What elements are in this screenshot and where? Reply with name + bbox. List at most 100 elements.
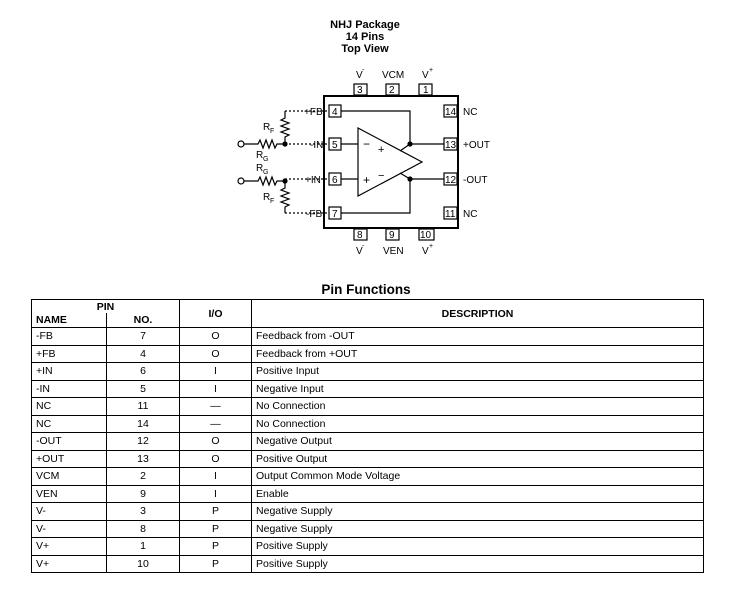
pin-io-cell: O xyxy=(179,344,253,363)
header-name: NAME xyxy=(31,313,107,328)
input-terminal-top xyxy=(237,140,245,148)
label-v-plus-bottom: V xyxy=(422,246,429,257)
label-nc-14: NC xyxy=(463,107,477,118)
pin-name-cell: -OUT xyxy=(31,432,107,451)
svg-text:6: 6 xyxy=(332,175,338,186)
pin-number-cell: 2 xyxy=(105,467,181,486)
pin-io-cell: I xyxy=(179,379,253,398)
label-out-minus: -OUT xyxy=(463,175,487,186)
pin-description-cell: Output Common Mode Voltage xyxy=(251,467,705,486)
pin-io-cell: I xyxy=(179,484,253,503)
label-v-minus-bottom: V xyxy=(356,246,363,257)
pin-description-cell: Positive Supply xyxy=(251,537,705,556)
svg-text:8: 8 xyxy=(357,230,363,241)
pin-io-cell: P xyxy=(179,554,253,573)
package-view: Top View xyxy=(341,43,389,55)
pin-io-cell: — xyxy=(179,414,253,433)
label-nc-11: NC xyxy=(463,209,477,220)
svg-text:G: G xyxy=(263,156,268,163)
pin-functions-title: Pin Functions xyxy=(321,282,411,297)
label-v-plus-top: V xyxy=(422,70,429,81)
junction-dot xyxy=(282,178,288,184)
pin-number-cell: 13 xyxy=(105,449,181,468)
label-in-minus: -IN xyxy=(310,140,323,151)
pin-box-14 xyxy=(443,104,458,118)
pin-description-cell: Negative Output xyxy=(251,432,705,451)
opamp-out-plus-sign: + xyxy=(378,144,384,156)
label-v-minus-top: V xyxy=(356,70,363,81)
label-ven: VEN xyxy=(383,246,404,257)
svg-text:14: 14 xyxy=(445,107,457,118)
pin-description-cell: Negative Supply xyxy=(251,502,705,521)
svg-text:3: 3 xyxy=(357,85,363,96)
pin-name-cell: NC xyxy=(31,397,107,416)
pin-name-cell: -IN xyxy=(31,379,107,398)
pin-box-2 xyxy=(385,83,400,96)
pin-number-cell: 5 xyxy=(105,379,181,398)
pin-name-cell: NC xyxy=(31,414,107,433)
pin-number-cell: 4 xyxy=(105,344,181,363)
svg-text:4: 4 xyxy=(332,107,338,118)
label-in-plus: +IN xyxy=(305,175,321,186)
pin-description-cell: No Connection xyxy=(251,397,705,416)
opamp-out-minus-sign: − xyxy=(378,170,384,182)
label-rg-top: R xyxy=(256,150,263,161)
label-out-plus: +OUT xyxy=(463,140,490,151)
pin-name-cell: V+ xyxy=(31,554,107,573)
pin-name-cell: +IN xyxy=(31,362,107,381)
junction-dot xyxy=(407,176,413,182)
header-io: I/O xyxy=(179,299,253,328)
svg-text:-: - xyxy=(362,67,365,74)
svg-text:F: F xyxy=(270,128,274,135)
pin-io-cell: O xyxy=(179,327,253,346)
opamp-triangle xyxy=(357,127,424,197)
pin-box-1 xyxy=(418,83,433,96)
junction-dot xyxy=(282,141,288,147)
pin-name-cell: V- xyxy=(31,502,107,521)
svg-text:13: 13 xyxy=(445,140,457,151)
pin-io-cell: O xyxy=(179,449,253,468)
pin-description-cell: Positive Output xyxy=(251,449,705,468)
pin-description-cell: Positive Supply xyxy=(251,554,705,573)
pin-name-cell: -FB xyxy=(31,327,107,346)
pin-io-cell: P xyxy=(179,537,253,556)
svg-text:2: 2 xyxy=(389,85,395,96)
svg-text:11: 11 xyxy=(445,209,456,220)
opamp-inverting-sign: − xyxy=(363,137,370,151)
pin-name-cell: +FB xyxy=(31,344,107,363)
pin-io-cell: I xyxy=(179,467,253,486)
svg-text:10: 10 xyxy=(420,230,432,241)
pin-number-cell: 7 xyxy=(105,327,181,346)
pin-description-cell: Negative Supply xyxy=(251,519,705,538)
svg-text:7: 7 xyxy=(332,209,338,220)
pin-description-cell: Positive Input xyxy=(251,362,705,381)
label-rf-top: R xyxy=(263,122,270,133)
rf-top-resistor xyxy=(279,111,291,144)
svg-text:1: 1 xyxy=(423,85,429,96)
rg-top-resistor xyxy=(244,138,285,150)
svg-text:G: G xyxy=(263,169,268,176)
pin-description-cell: Feedback from +OUT xyxy=(251,344,705,363)
pin-box-3 xyxy=(353,83,368,96)
pin-number-cell: 8 xyxy=(105,519,181,538)
pin-number-cell: 9 xyxy=(105,484,181,503)
label-vcm: VCM xyxy=(382,70,404,81)
svg-text:F: F xyxy=(270,198,274,205)
pin-number-cell: 12 xyxy=(105,432,181,451)
svg-text:9: 9 xyxy=(389,230,395,241)
pin-description-cell: Feedback from -OUT xyxy=(251,327,705,346)
package-pin-count: 14 Pins xyxy=(345,31,385,43)
pin-io-cell: P xyxy=(179,519,253,538)
label-rg-bottom: R xyxy=(256,163,263,174)
